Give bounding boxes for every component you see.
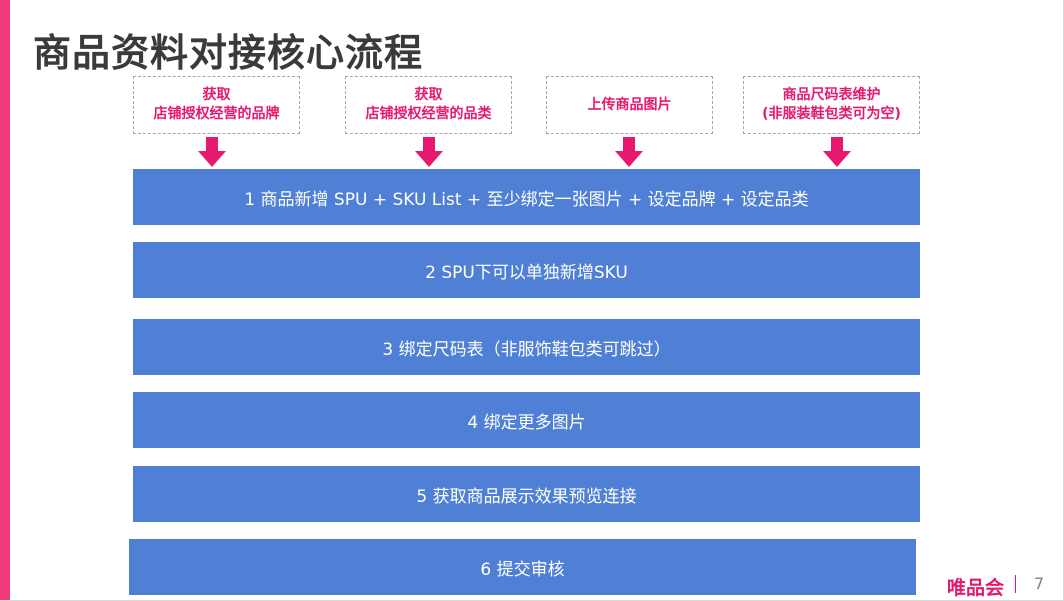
process-step-6: 6 提交审核 [129, 539, 916, 595]
step-label: 1 商品新增 SPU + SKU List + 至少绑定一张图片 + 设定品牌 … [244, 189, 809, 210]
down-arrow-icon [198, 137, 226, 167]
left-accent-bar [0, 0, 10, 601]
note-text: 获取 店铺授权经营的品类 [365, 87, 492, 122]
note-box-upload-images: 上传商品图片 [546, 76, 713, 134]
step-label: 2 SPU下可以单独新增SKU [425, 262, 628, 283]
process-step-2: 2 SPU下可以单独新增SKU [133, 242, 920, 298]
step-label: 6 提交审核 [480, 559, 565, 580]
note-box-category: 获取 店铺授权经营的品类 [345, 76, 512, 134]
process-step-4: 4 绑定更多图片 [133, 392, 920, 448]
process-step-3: 3 绑定尺码表（非服饰鞋包类可跳过） [133, 319, 920, 375]
step-label: 4 绑定更多图片 [467, 412, 586, 433]
page-number: 7 [1034, 574, 1045, 593]
note-box-brand: 获取 店铺授权经营的品牌 [133, 76, 300, 134]
process-step-1: 1 商品新增 SPU + SKU List + 至少绑定一张图片 + 设定品牌 … [133, 169, 920, 225]
footer-divider [1015, 575, 1016, 593]
note-box-size-chart: 商品尺码表维护 (非服装鞋包类可为空) [743, 76, 920, 134]
step-label: 3 绑定尺码表（非服饰鞋包类可跳过） [382, 339, 671, 360]
step-label: 5 获取商品展示效果预览连接 [416, 486, 637, 507]
down-arrow-icon [823, 137, 851, 167]
brand-logo: 唯品会 [947, 577, 1005, 599]
down-arrow-icon [615, 137, 643, 167]
note-text: 商品尺码表维护 (非服装鞋包类可为空) [762, 87, 901, 122]
slide-title: 商品资料对接核心流程 [33, 31, 424, 75]
note-text: 上传商品图片 [587, 96, 672, 113]
process-step-5: 5 获取商品展示效果预览连接 [133, 466, 920, 522]
note-text: 获取 店铺授权经营的品牌 [153, 87, 280, 122]
down-arrow-icon [415, 137, 443, 167]
